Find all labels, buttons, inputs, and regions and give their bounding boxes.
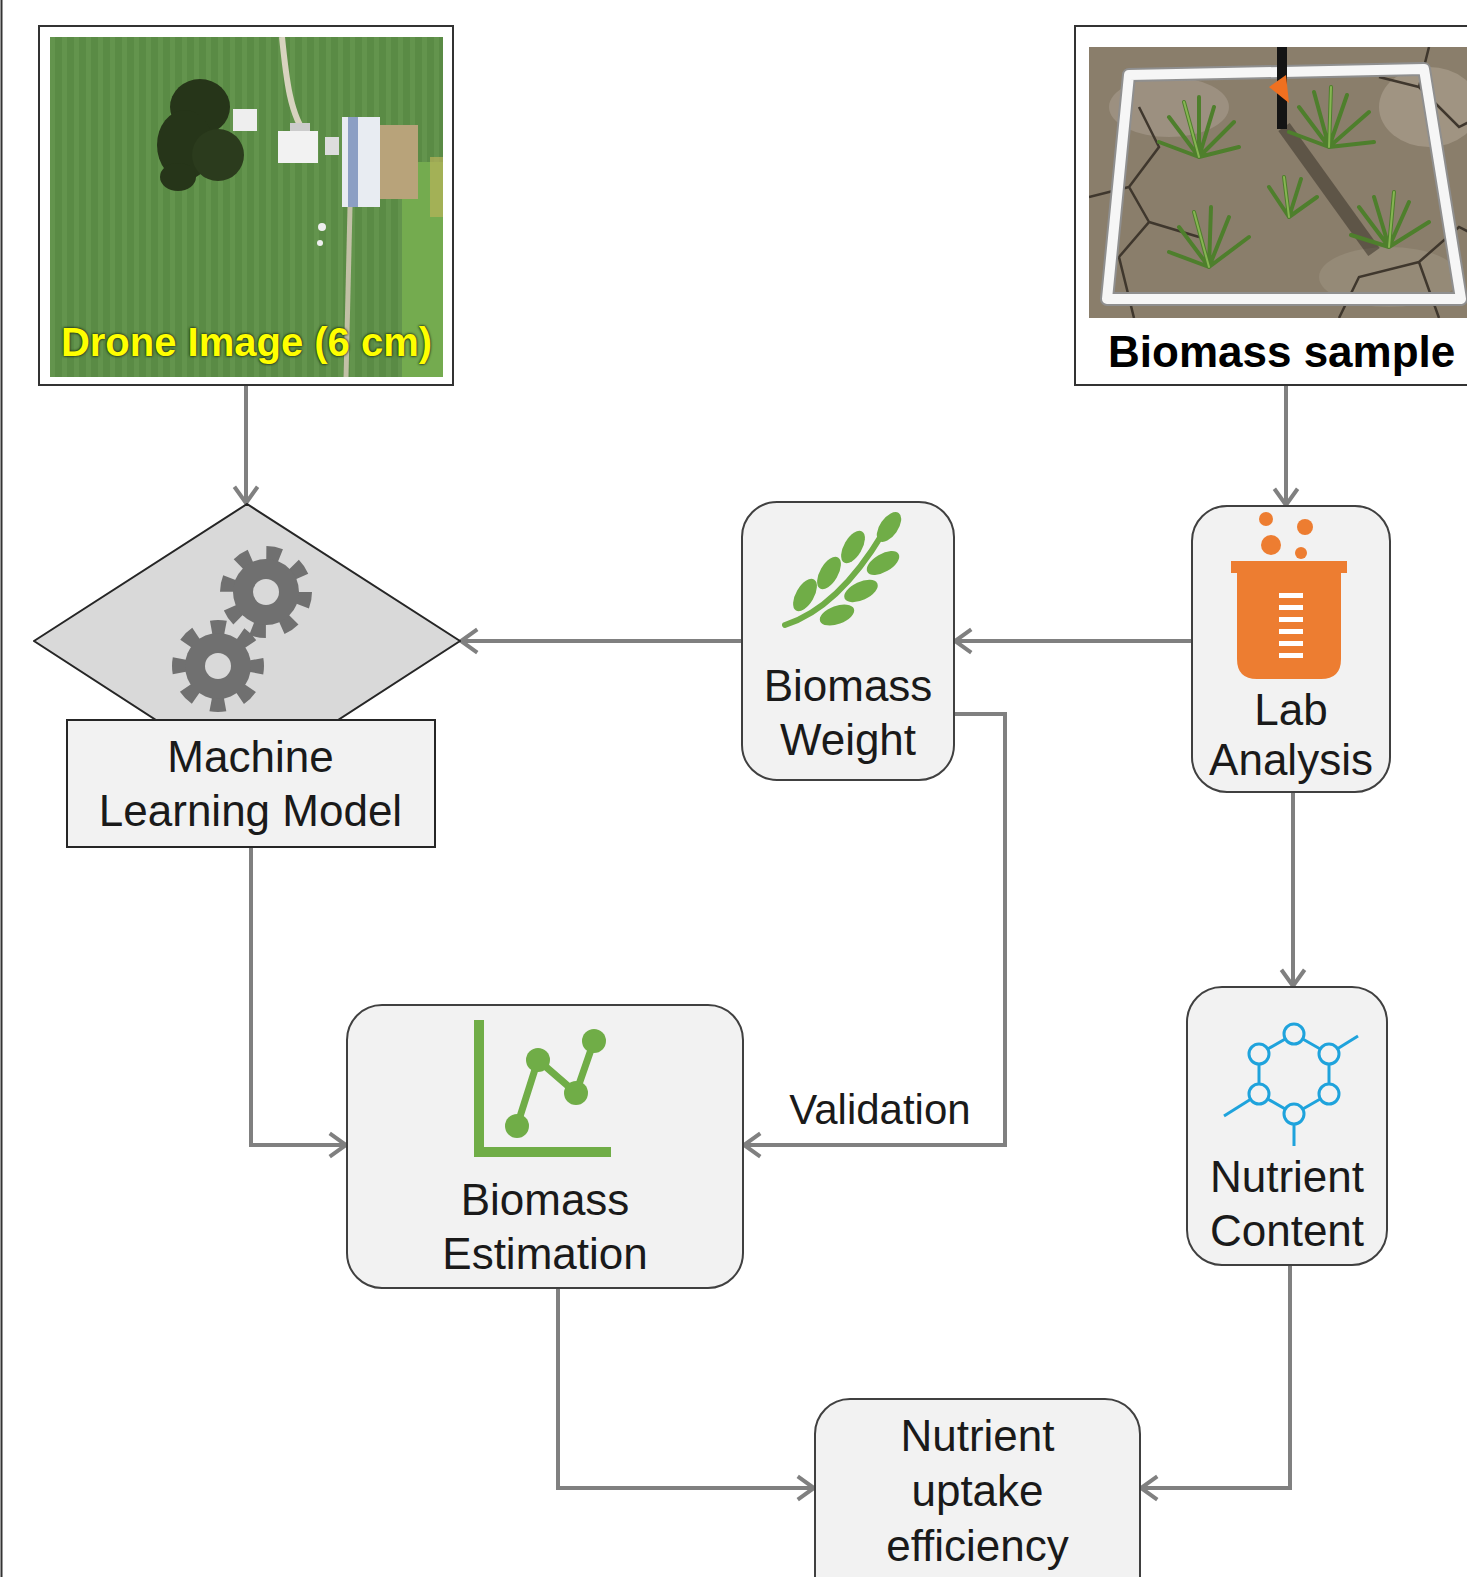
process-box: Biomass Weight xyxy=(741,501,955,781)
arrowhead xyxy=(234,487,257,503)
frame-line xyxy=(1,0,3,1577)
process-box: Nutrient Content xyxy=(1186,986,1388,1266)
arrowhead xyxy=(798,1476,814,1499)
edge-label: Validation xyxy=(785,1086,974,1134)
process-box: Biomass Estimation xyxy=(346,1004,744,1289)
connector-line xyxy=(251,848,346,1145)
connector-arrow xyxy=(558,1289,814,1500)
node-label: Biomass Weight xyxy=(743,659,953,767)
connector-line xyxy=(1141,1266,1290,1488)
connector-arrow xyxy=(1274,386,1297,505)
node-label: Drone Image (6 cm) xyxy=(50,319,443,365)
beaker-icon xyxy=(1193,507,1389,687)
chart-icon xyxy=(348,1006,742,1166)
process-box: Lab Analysis xyxy=(1191,505,1391,793)
image-box: Drone Image (6 cm) xyxy=(38,25,454,386)
molecule-icon xyxy=(1188,988,1386,1153)
connector-arrow xyxy=(251,848,346,1157)
connector-line xyxy=(244,386,248,503)
arrowhead xyxy=(1141,1476,1157,1499)
arrowhead xyxy=(1274,489,1297,505)
node-label: Nutrient uptake efficiency xyxy=(877,1408,1078,1573)
connector-arrow xyxy=(1141,1266,1290,1500)
connector-arrow xyxy=(1281,793,1304,986)
connector-line xyxy=(1284,386,1288,505)
process-box: Nutrient uptake efficiency xyxy=(814,1398,1141,1577)
node-label: Nutrient Content xyxy=(1188,1150,1386,1258)
connector-line xyxy=(558,1289,814,1488)
leaf-icon xyxy=(743,503,953,653)
node-label: Machine Learning Model xyxy=(88,730,413,838)
gear-icon xyxy=(180,554,304,704)
node-label: Biomass Estimation xyxy=(395,1173,695,1281)
image-box: Biomass sample xyxy=(1074,25,1467,386)
node-label: Lab Analysis xyxy=(1193,685,1389,785)
connector-arrow xyxy=(461,629,741,652)
decision-diamond: Machine Learning Model xyxy=(33,503,461,848)
arrowhead xyxy=(1281,970,1304,986)
arrowhead xyxy=(955,629,971,652)
arrowhead xyxy=(744,1133,760,1156)
connector-line xyxy=(1291,793,1295,986)
process-box: Machine Learning Model xyxy=(66,719,436,848)
arrowhead xyxy=(330,1133,346,1156)
arrowhead xyxy=(461,629,477,652)
connector-line xyxy=(955,639,1191,643)
connector-line xyxy=(461,639,741,643)
edge-label-holder: Validation xyxy=(785,1086,974,1134)
node-label: Biomass sample xyxy=(1108,329,1455,375)
sample-photo xyxy=(1089,47,1467,318)
connector-arrow xyxy=(234,386,257,503)
connector-arrow xyxy=(955,629,1191,652)
